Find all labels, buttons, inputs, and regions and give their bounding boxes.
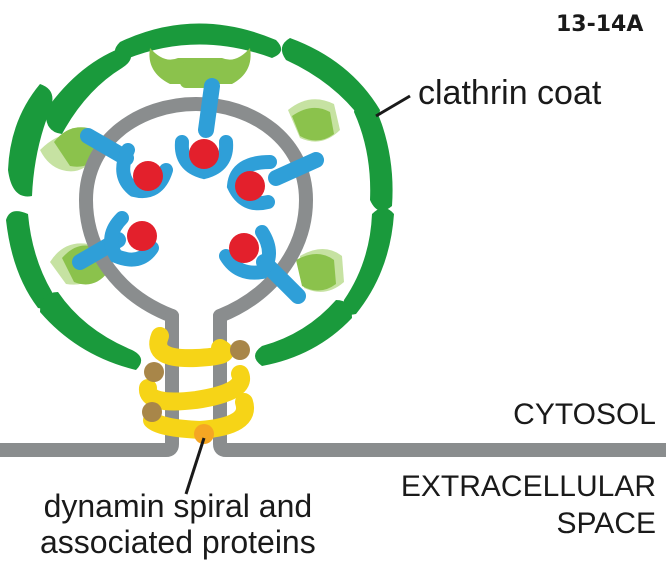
- dynamin-protein: [194, 424, 214, 444]
- dynamin-line-1: dynamin spiral and: [43, 488, 313, 524]
- adaptor-cargo-complexes: [72, 78, 324, 304]
- clathrin-arc-bottom-left: [40, 292, 142, 370]
- triskelion-top: [149, 48, 251, 88]
- dynamin-label: dynamin spiral and associated proteins: [40, 488, 316, 560]
- clathrin-arc-left-mid: [8, 84, 53, 197]
- cytosol-label: CYTOSOL: [513, 398, 656, 431]
- leader-lines: [184, 94, 411, 495]
- triskelion-upper-right: [288, 99, 340, 142]
- clathrin-arc-top: [114, 23, 282, 60]
- membrane: [0, 96, 666, 457]
- dynamin-line-2: associated proteins: [40, 524, 316, 560]
- figure-id: 13-14A: [556, 12, 644, 37]
- cargo-molecule: [127, 221, 157, 251]
- dynamin-leader: [184, 437, 206, 495]
- cargo-molecule: [189, 139, 219, 169]
- clathrin-triskelions: [40, 48, 344, 292]
- adaptor-complex-left: [80, 128, 173, 198]
- adaptor-complex-right: [226, 152, 324, 211]
- clathrin-arc-left-low: [6, 211, 53, 309]
- dynamin-spiral: [139, 327, 254, 444]
- clathrin-arc-right-mid: [354, 99, 393, 211]
- adaptor-complex-lower-right: [219, 225, 306, 304]
- extracellular-label: EXTRACELLULAR SPACE: [401, 468, 656, 542]
- adaptor-complex-lower-left: [72, 211, 159, 270]
- clathrin-arc-bottom-right: [255, 300, 352, 366]
- cargo-molecule: [235, 171, 265, 201]
- clathrin-arc-upper-left: [45, 46, 132, 134]
- cargo-molecule: [229, 233, 259, 263]
- dynamin-protein: [142, 402, 162, 422]
- dynamin-protein: [230, 340, 250, 360]
- vesicle-membrane: [78, 96, 314, 323]
- triskelion-lower-right: [296, 249, 344, 292]
- cargo-molecule: [133, 161, 163, 191]
- adaptor-complex-top: [174, 78, 234, 180]
- clathrin-coat-label: clathrin coat: [418, 74, 602, 112]
- neck-right: [213, 309, 666, 457]
- clathrin-arc-upper-right: [281, 38, 380, 123]
- extracellular-line-2: SPACE: [556, 507, 656, 540]
- dynamin-protein: [144, 362, 164, 382]
- neck-left: [0, 309, 179, 457]
- clathrin-arc-right-low: [343, 208, 394, 315]
- clathrin-coat: [6, 23, 394, 370]
- extracellular-line-1: EXTRACELLULAR: [400, 470, 656, 503]
- clathrin-leader: [375, 94, 411, 118]
